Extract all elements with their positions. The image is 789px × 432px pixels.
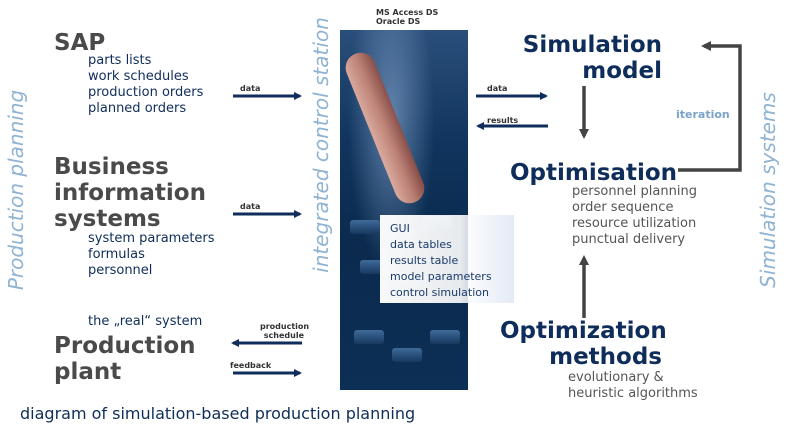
sim-data-label: data: [487, 84, 508, 93]
list-item: parts lists: [88, 53, 152, 68]
iteration-loop-arrow: [678, 41, 742, 172]
feedback-label: feedback: [230, 361, 272, 370]
sap-data-label: data: [240, 84, 261, 93]
optimization-methods-title: Optimization methods: [500, 318, 667, 370]
diagram-caption: diagram of simulation-based production p…: [20, 404, 416, 423]
plant-subtitle: the „real“ system: [88, 314, 203, 329]
iteration-label: iteration: [676, 108, 730, 121]
optimisation-title: Optimisation: [510, 160, 678, 186]
feature-item: GUI: [390, 222, 410, 235]
sap-items: parts lists work schedules production or…: [88, 53, 203, 117]
bis-title: Business information systems: [54, 154, 206, 232]
list-item: planned orders: [88, 101, 187, 116]
list-item: personnel: [88, 263, 153, 278]
feature-item: data tables: [390, 238, 452, 251]
list-item: evolutionary &: [568, 370, 664, 385]
bis-data-label: data: [240, 202, 261, 211]
production-schedule-label: production schedule: [260, 322, 310, 340]
data-sources-label: MS Access DS Oracle DS: [376, 8, 439, 26]
list-item: formulas: [88, 247, 145, 262]
sap-title: SAP: [54, 30, 106, 56]
list-item: system parameters: [88, 231, 215, 246]
feature-item: model parameters: [390, 270, 492, 283]
list-item: personnel planning: [572, 184, 697, 199]
feature-item: control simulation: [390, 286, 489, 299]
optimisation-items: personnel planning order sequence resour…: [572, 184, 697, 248]
sim-results-label: results: [487, 116, 519, 125]
list-item: work schedules: [88, 69, 189, 84]
feature-item: results table: [390, 254, 459, 267]
bis-items: system parameters formulas personnel: [88, 231, 215, 279]
control-station-features: GUI data tables results table model para…: [380, 215, 514, 303]
plant-title: Production plant: [54, 333, 196, 385]
optimization-methods-items: evolutionary & heuristic algorithms: [568, 370, 698, 402]
list-item: production orders: [88, 85, 204, 100]
simulation-model-title: Simulation model: [522, 32, 662, 84]
list-item: punctual delivery: [572, 232, 686, 247]
list-item: resource utilization: [572, 216, 697, 231]
list-item: order sequence: [572, 200, 674, 215]
list-item: heuristic algorithms: [568, 386, 698, 401]
